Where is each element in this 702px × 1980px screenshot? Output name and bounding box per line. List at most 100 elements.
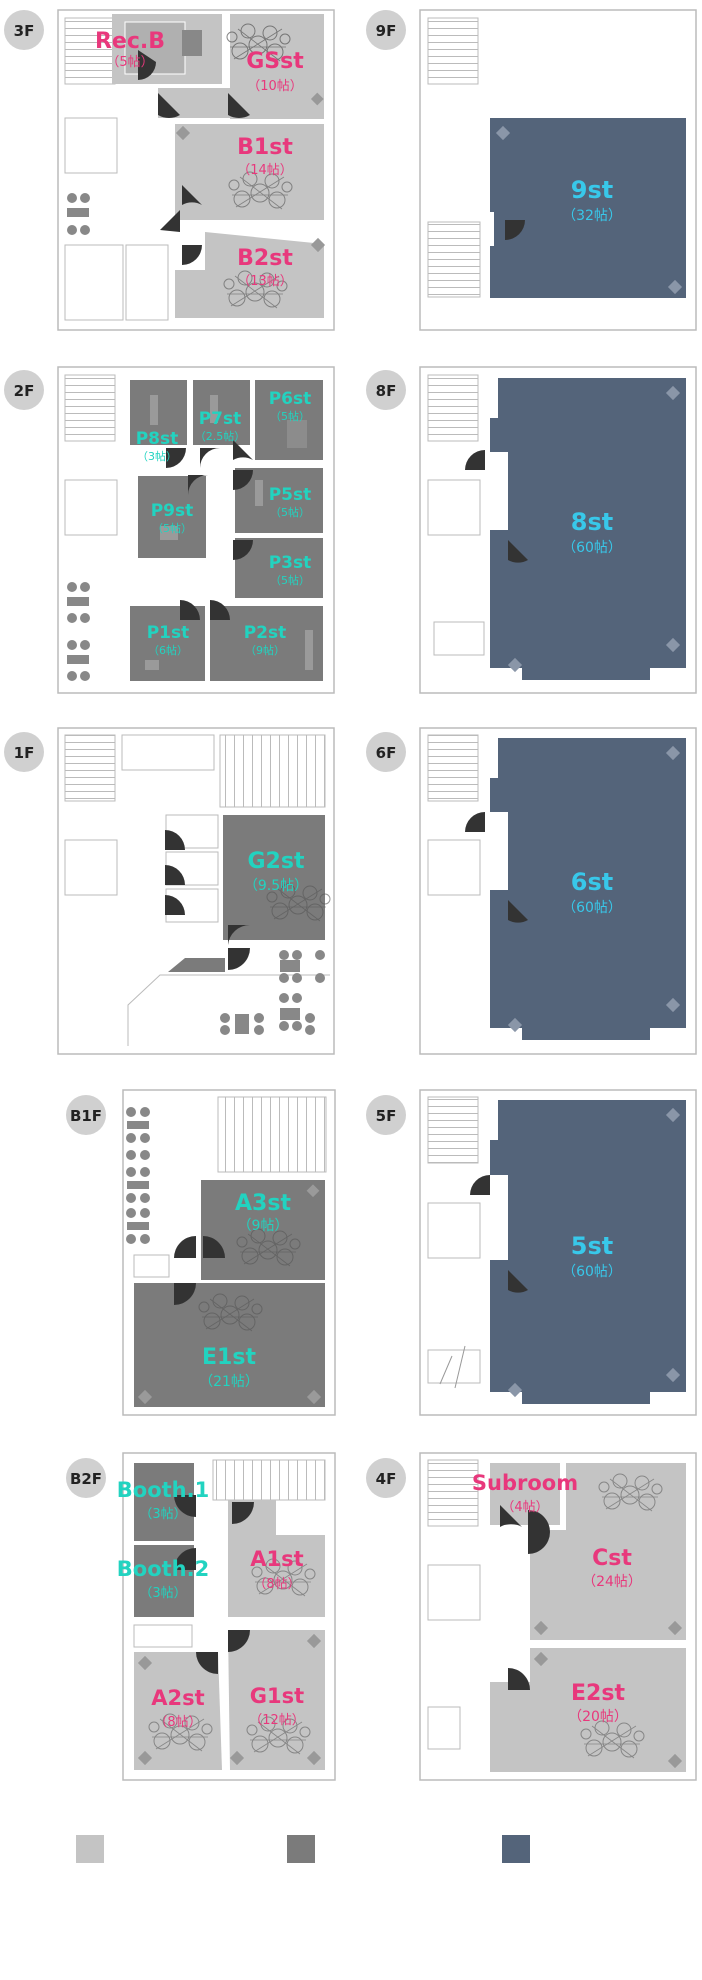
- floor-5f: [419, 1089, 697, 1416]
- room-size: （60帖）: [562, 900, 622, 916]
- floor-2f: [57, 366, 335, 694]
- room-e1st[interactable]: [134, 1283, 325, 1407]
- door-icon: [228, 1630, 250, 1652]
- door-icon: [228, 924, 250, 945]
- door-icon: [528, 1532, 550, 1554]
- floor-badge: [66, 1458, 106, 1498]
- door-icon: [182, 245, 202, 265]
- room-name: Booth.1: [117, 1478, 209, 1502]
- floor-badge-text: 1F: [14, 744, 35, 762]
- room-name: Cst: [592, 1546, 632, 1571]
- room-size: （3帖）: [139, 1507, 186, 1522]
- floor-badge-text: B2F: [70, 1470, 102, 1488]
- floor-6f: [419, 727, 697, 1055]
- room-p7st[interactable]: [193, 380, 250, 445]
- door-icon: [138, 50, 156, 80]
- room-size: （21帖）: [199, 1374, 259, 1390]
- room-a1st[interactable]: [228, 1535, 325, 1617]
- room-a3st[interactable]: [201, 1180, 325, 1280]
- room-name: B2st: [237, 246, 293, 271]
- room-name: A1st: [250, 1547, 303, 1571]
- door-icon: [528, 1510, 550, 1532]
- door-icon: [233, 470, 253, 490]
- legend-swatch-dark: [502, 1835, 530, 1863]
- room-a2st[interactable]: [134, 1652, 222, 1770]
- door-icon: [465, 450, 485, 470]
- door-icon: [188, 475, 208, 495]
- door-icon: [470, 1175, 490, 1195]
- room-name: P2st: [244, 623, 287, 643]
- room-name: Booth.2: [117, 1557, 209, 1581]
- room-name: 5st: [571, 1232, 613, 1260]
- door-icon: [200, 448, 220, 468]
- room-6st[interactable]: [490, 738, 686, 1040]
- room-size: （20帖）: [568, 1709, 628, 1725]
- room-g2st[interactable]: [223, 815, 325, 940]
- storage-box: [125, 244, 169, 321]
- room-name: 9st: [571, 176, 613, 204]
- door-icon: [174, 1236, 196, 1258]
- room-b2st[interactable]: [175, 232, 324, 318]
- room-size: （5帖）: [270, 506, 310, 519]
- floor-8f: [419, 366, 697, 694]
- room-size: （8帖）: [154, 1715, 201, 1730]
- door-icon: [203, 1236, 225, 1258]
- door-icon: [232, 1502, 254, 1524]
- room-name: E2st: [571, 1681, 625, 1706]
- room-size: （10帖）: [247, 79, 303, 94]
- door-icon: [508, 1668, 530, 1690]
- floor-badge-text: 9F: [376, 22, 397, 40]
- floor-badge: [366, 732, 406, 772]
- room-p8st[interactable]: [130, 380, 187, 445]
- room-size: （5帖）: [152, 522, 192, 535]
- floor-badge: [366, 370, 406, 410]
- room-name: P3st: [269, 553, 312, 573]
- room-size: （2.5帖）: [195, 430, 246, 443]
- floor-badge-text: 4F: [376, 1470, 397, 1488]
- room-p9st[interactable]: [138, 476, 206, 558]
- door-icon: [500, 1505, 522, 1527]
- legend-swatch-light: [76, 1835, 104, 1863]
- stairs: [64, 17, 116, 85]
- room-name: P9st: [151, 501, 194, 521]
- floor-4f: [419, 1452, 697, 1781]
- lounge-seating: [67, 193, 90, 235]
- room-size: （13帖）: [237, 274, 293, 289]
- room-name: A2st: [151, 1686, 204, 1710]
- room-5st[interactable]: [490, 1100, 686, 1404]
- room-size: （6帖）: [148, 644, 188, 657]
- floor-b2f: [122, 1452, 336, 1781]
- floor-badge: [366, 10, 406, 50]
- floor-badge: [4, 370, 44, 410]
- floor-badge: [4, 10, 44, 50]
- room-9st[interactable]: [490, 118, 686, 298]
- door-icon: [174, 1283, 196, 1305]
- room-name: P6st: [269, 389, 312, 409]
- door-icon: [233, 540, 253, 560]
- floor-badge-text: 5F: [376, 1107, 397, 1125]
- door-icon: [165, 865, 185, 885]
- door-icon: [508, 540, 528, 563]
- door-icon: [165, 895, 185, 915]
- floor-9f: [419, 9, 697, 331]
- storage-box: [64, 244, 124, 321]
- room-name: G2st: [248, 849, 305, 874]
- room-size: （9帖）: [238, 1218, 289, 1234]
- room-size: （3帖）: [139, 1586, 186, 1601]
- room-size: （32帖）: [562, 208, 622, 224]
- room-name: Rec.B: [95, 29, 165, 54]
- door-icon: [505, 220, 525, 240]
- room-size: （24帖）: [582, 1574, 642, 1590]
- floor-badge: [4, 732, 44, 772]
- room-name: 8st: [571, 508, 613, 536]
- room-size: （9.5帖）: [244, 878, 308, 894]
- door-icon: [165, 830, 185, 850]
- room-size: （3帖）: [137, 450, 177, 463]
- room-8st[interactable]: [490, 378, 686, 680]
- door-icon: [160, 210, 180, 232]
- room-name: G1st: [250, 1684, 304, 1708]
- door-icon: [174, 1548, 196, 1570]
- floor-badge: [366, 1458, 406, 1498]
- door-icon: [158, 93, 180, 118]
